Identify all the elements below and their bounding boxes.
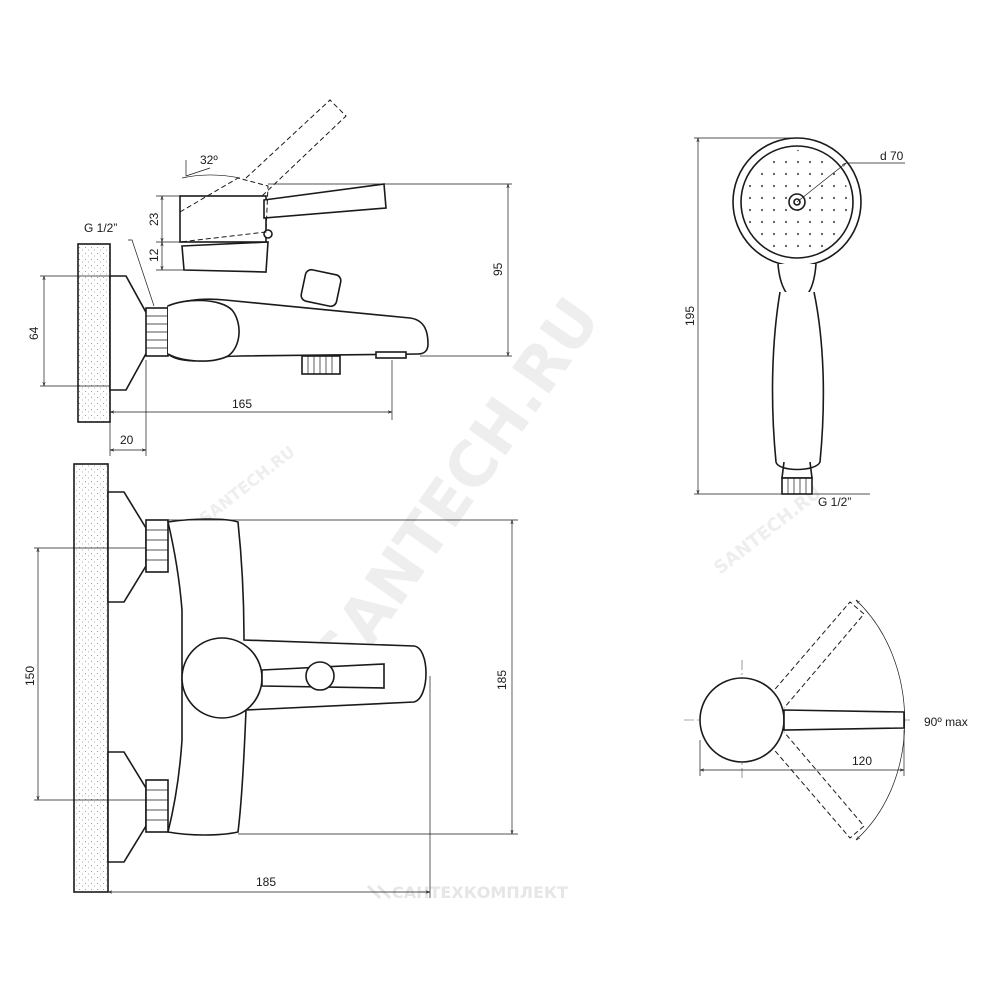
lever-rotated-up (769, 601, 865, 709)
escutcheon-lower (107, 751, 147, 863)
dim-150: 150 (23, 666, 37, 686)
outlet-thread (301, 355, 341, 375)
rotation-arc (856, 600, 906, 840)
dim-185-vertical: 185 (495, 670, 509, 690)
label-thread-shower: G 1/2” (818, 495, 851, 509)
handle-body-side (167, 299, 240, 362)
dim-120: 120 (852, 754, 872, 768)
dim-195: 195 (683, 306, 697, 326)
handle-top (181, 637, 263, 719)
label-thread-side: G 1/2” (84, 221, 117, 235)
dim-64: 64 (27, 326, 41, 340)
dim-12: 12 (147, 248, 161, 262)
cartridge-side (181, 241, 269, 273)
wall-section-bottom (73, 463, 109, 893)
dim-185-horizontal: 185 (256, 875, 276, 889)
dim-angle-32: 32º (200, 153, 218, 167)
watermark-small-left: SANTECH.RU (196, 442, 299, 528)
dim-20: 20 (120, 433, 134, 447)
escutcheon-top (109, 275, 149, 391)
shower-head-view: 195 d 70 G 1/2” (683, 137, 905, 509)
dim-diameter: d 70 (880, 149, 904, 163)
dim-23: 23 (147, 212, 161, 226)
lever-rotation (783, 709, 905, 731)
diverter-knob (300, 268, 342, 308)
top-view: 150 185 185 (23, 463, 518, 898)
rotation-view: 90º max 120 (684, 600, 968, 840)
side-view: 64 95 23 12 32º G 1/2” 165 20 (27, 99, 512, 456)
lever-cap-side (179, 195, 267, 243)
watermark-small-right: SANTECH.RU (710, 482, 825, 579)
shower-thread (781, 477, 813, 495)
dim-rotation: 90º max (924, 715, 968, 729)
lever-side (263, 183, 387, 219)
watermark-group: SANTECH.RU SANTECH.RU SANTECH.RU САНТЕХК… (196, 285, 826, 902)
dim-165: 165 (232, 397, 252, 411)
shower-grip (771, 291, 825, 471)
lever-raised-dashed (179, 177, 269, 243)
lever-rotated-down (769, 731, 865, 839)
handle-rotation (699, 677, 785, 763)
watermark-bottom: САНТЕХКОМПЛЕКТ (392, 883, 568, 902)
wall-section-top (77, 243, 111, 423)
dim-95: 95 (491, 262, 505, 276)
escutcheon-upper (107, 491, 147, 603)
